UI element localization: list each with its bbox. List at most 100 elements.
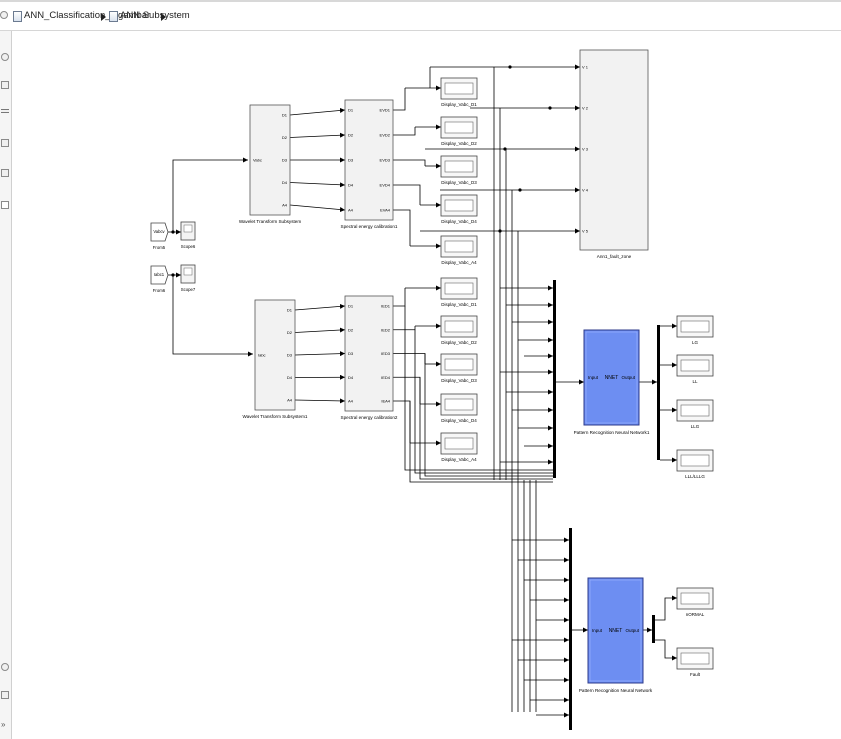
signal-line (655, 595, 677, 621)
zoom-in-icon[interactable] (1, 53, 9, 61)
pattern-recognition-neural-network[interactable] (587, 577, 644, 684)
square-icon[interactable] (1, 201, 9, 209)
display-v-2-screen (444, 121, 474, 134)
display-out1-4-screen (680, 454, 710, 467)
display-i-1-label: Display_Vabc_D1 (441, 302, 477, 307)
breadcrumb-arrow-icon (101, 13, 106, 21)
wavelet-transform-subsystem[interactable] (249, 104, 291, 216)
signal-line (655, 639, 677, 661)
out-port-label: IED2 (381, 327, 391, 332)
display-v-4-screen (444, 199, 474, 212)
out-port-label: IED3 (381, 351, 391, 356)
fit-icon[interactable] (1, 81, 9, 89)
breadcrumb: ANN_Classification_digambar ANN Subsyste… (0, 4, 841, 31)
from-block-5-label: From5 (153, 245, 166, 250)
in-port-label: D3 (348, 351, 354, 356)
chevron-double-icon[interactable]: » (1, 720, 6, 729)
branch-point (548, 106, 552, 110)
in-port-label: D2 (348, 327, 354, 332)
branch-point (508, 65, 512, 69)
scope-6-label: Scope6 (181, 244, 196, 249)
out-port-label: EVD2 (380, 133, 391, 138)
signal-line (414, 329, 553, 474)
image-icon[interactable] (1, 169, 9, 177)
table-icon[interactable] (1, 691, 9, 699)
mux-1 (553, 280, 556, 478)
branch-point (171, 230, 175, 234)
from-block-6[interactable] (150, 265, 169, 285)
display-out1-1-label: LG (692, 340, 699, 345)
display-out1-3-screen (680, 404, 710, 417)
spectral-energy-calibration-2[interactable] (344, 295, 394, 412)
display-v-1-label: Display_Vabc_D1 (441, 102, 477, 107)
breadcrumb-current[interactable]: ANN Subsystem (120, 10, 190, 21)
signal-line (294, 327, 346, 333)
mux-2 (569, 528, 572, 730)
signal-line (409, 401, 553, 483)
out-port-label: A4 (282, 203, 288, 208)
spectral-energy-calibration-1[interactable] (344, 99, 394, 221)
signal-line (393, 209, 411, 246)
ann-zone-port-label: V 5 (582, 229, 589, 234)
arrow-icon[interactable] (1, 109, 9, 113)
scope-7-label: Scope7 (181, 287, 196, 292)
display-v-5-label: Display_Vabc_A4 (441, 260, 477, 265)
ann-zone-port-label: V 4 (582, 188, 589, 193)
wavelet-transform-subsystem-label: Wavelet Transform Subsystem (239, 219, 302, 224)
demux-1 (657, 325, 660, 460)
signal-line (424, 353, 553, 477)
in-port-label: A4 (348, 208, 354, 213)
spectral-energy-calibration-2-label: Spectral energy calibration2 (341, 415, 398, 420)
pattern-recognition-neural-network-1-nnet-label: NNET (605, 375, 619, 381)
display-i-5-label: Display_Vabc_A4 (441, 457, 477, 462)
out-port-label: IED4 (381, 375, 391, 380)
in-port-label: D2 (348, 133, 354, 138)
expand-icon[interactable] (0, 11, 8, 19)
signal-line (393, 353, 426, 364)
camera-icon[interactable] (1, 663, 9, 671)
display-v-3-label: Display_Vabc_D3 (441, 180, 477, 185)
signal-line (393, 88, 406, 111)
signal-line (393, 288, 406, 307)
out-port-label: D3 (287, 353, 293, 358)
scope-6-screen (183, 224, 193, 233)
display-out1-2-label: LL (692, 379, 698, 384)
ann1-fault-zone-label: Ann1_fault_zone (597, 254, 632, 259)
signal-line (419, 377, 553, 480)
display-v-2-label: Display_Vabc_D2 (441, 141, 477, 146)
display-i-3-screen (444, 358, 474, 371)
breadcrumb-arrow-icon (161, 13, 166, 21)
out-port-label: EVD4 (380, 183, 391, 188)
out-port-label: D4 (282, 180, 288, 185)
pattern-recognition-neural-network-input-label: Input (592, 628, 603, 633)
display-i-2-label: Display_Vabc_D2 (441, 340, 477, 345)
from-block-5[interactable] (150, 222, 169, 242)
in-port-label: A4 (348, 399, 354, 404)
pattern-recognition-neural-network-1[interactable] (583, 329, 640, 426)
display-out1-4-label: LLL/LLLG (685, 474, 705, 479)
display-v-3-screen (444, 160, 474, 173)
display-v-1-screen (444, 82, 474, 95)
breadcrumb-root[interactable]: ANN_Classification_digambar (24, 10, 151, 21)
in-port-label: D4 (348, 375, 354, 380)
pattern-recognition-neural-network-bevel (589, 579, 642, 682)
pattern-recognition-neural-network-label: Pattern Recognition Neural Network (579, 688, 653, 693)
branch-point (171, 273, 175, 277)
display-out1-3-label: LLG (691, 424, 700, 429)
ann1-fault-zone[interactable] (579, 49, 649, 251)
pattern-recognition-neural-network-1-input-label: Input (588, 375, 599, 380)
out-port-label: D1 (282, 113, 288, 118)
out-port-label: EVD3 (380, 158, 391, 163)
display-out2-1-screen (680, 592, 710, 605)
spectral-energy-calibration-1-label: Spectral energy calibration1 (341, 224, 398, 229)
wavelet-transform-subsystem-1[interactable] (254, 299, 296, 411)
display-out1-2-screen (680, 359, 710, 372)
display-i-1-screen (444, 282, 474, 295)
demux-2 (652, 615, 655, 643)
image-icon[interactable] (1, 139, 9, 147)
in-port-label: D1 (348, 108, 354, 113)
out-port-label: A4 (287, 398, 293, 403)
display-out1-1-screen (680, 320, 710, 333)
in-port-label: D1 (348, 304, 354, 309)
from-block-6-tag: Iabc1 (154, 272, 165, 277)
